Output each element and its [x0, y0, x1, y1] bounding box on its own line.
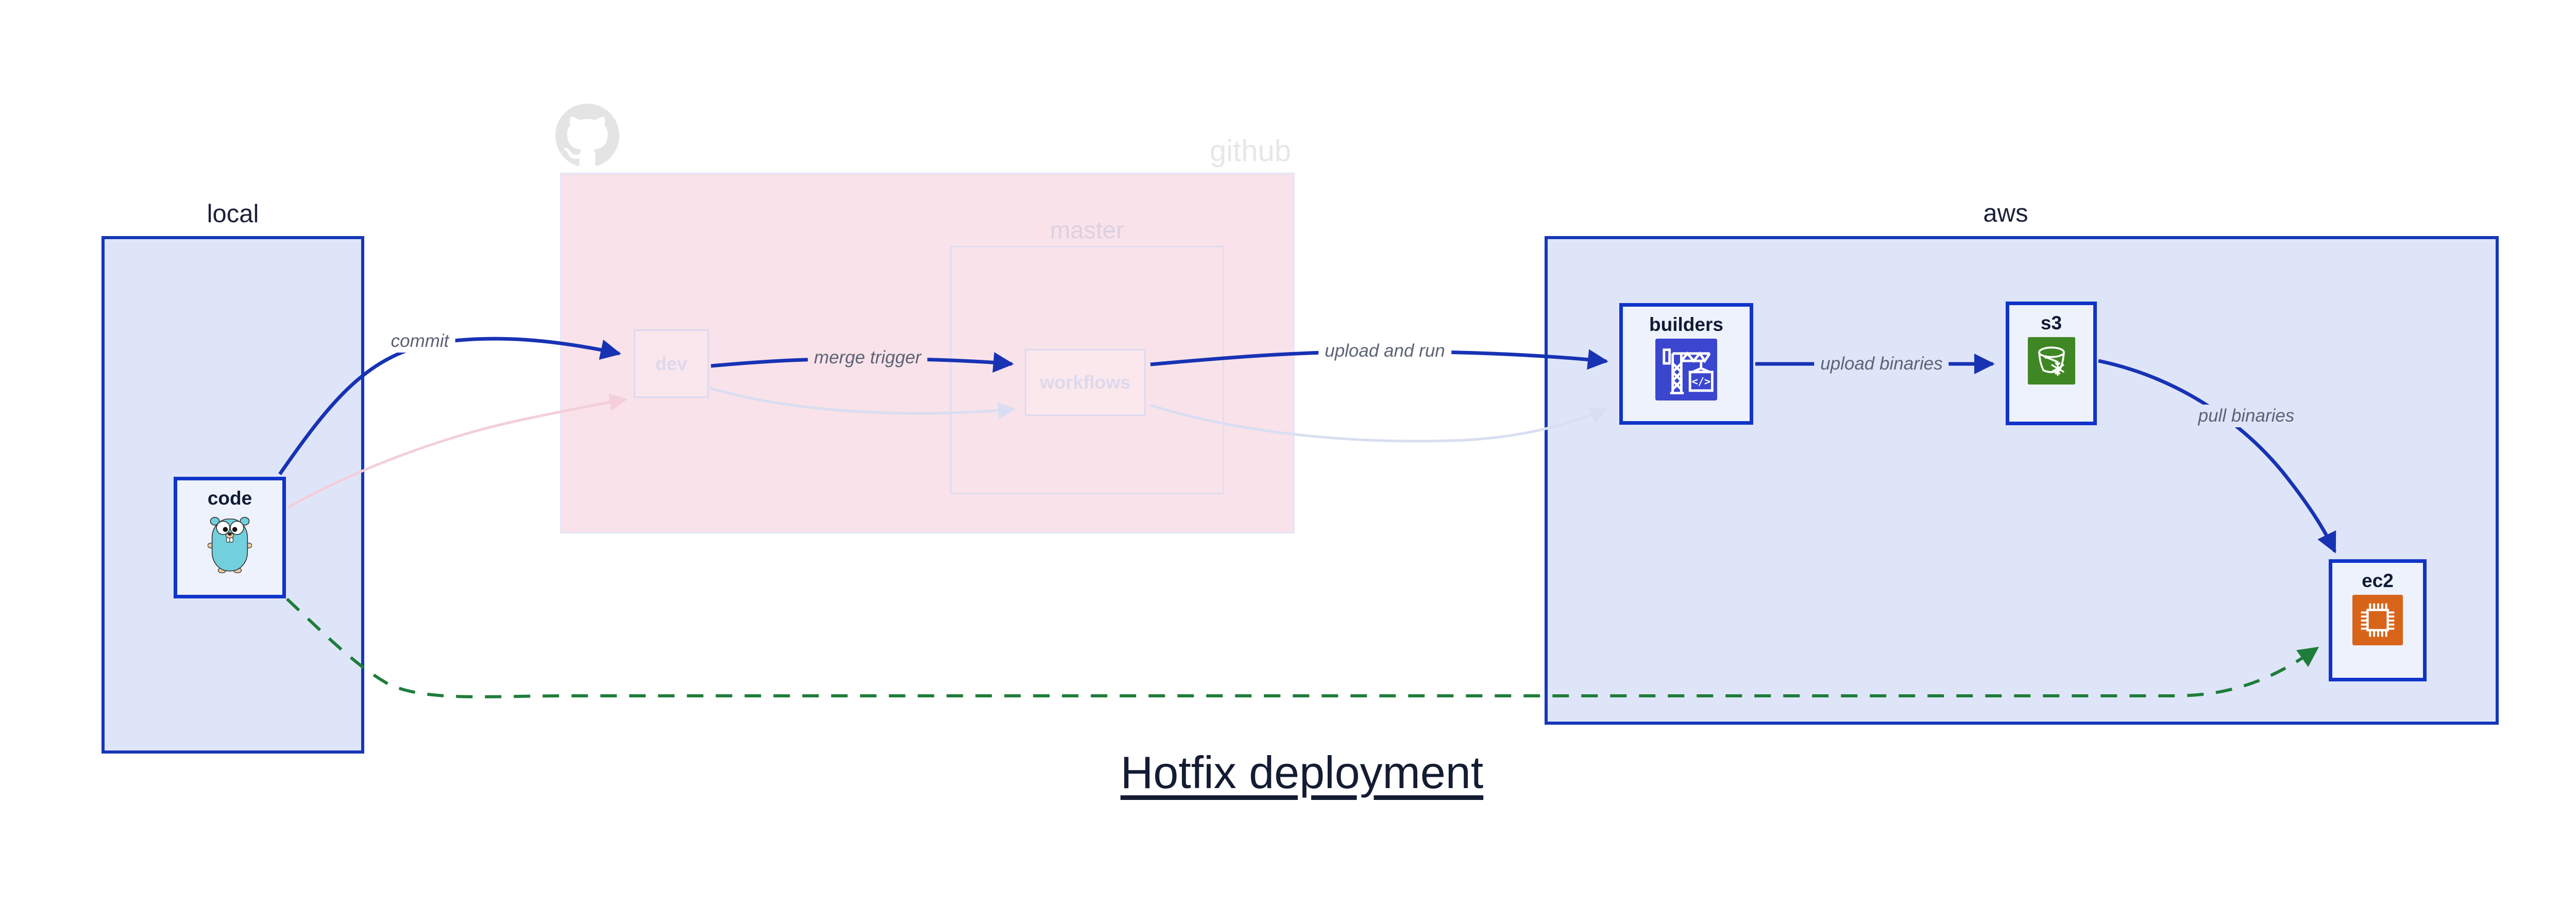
- edge-commit: [278, 337, 621, 475]
- ec2-chip-icon: [2352, 595, 2403, 648]
- edge-pull-binaries: [2098, 359, 2337, 554]
- ec2-label: ec2: [2362, 570, 2394, 591]
- edge-label-upload-and-run: upload and run: [1318, 340, 1451, 362]
- edge-hotfix-dashed: [285, 597, 2319, 698]
- edge-label-upload-binaries: upload binaries: [1814, 353, 1949, 375]
- codebuild-crane-icon: </>: [1655, 339, 1717, 403]
- node-ec2: ec2: [2329, 559, 2427, 681]
- go-gopher-icon: [207, 512, 252, 576]
- github-octocat-icon: [555, 104, 619, 170]
- diagram-title: Hotfix deployment: [1120, 747, 1484, 798]
- github-label: github: [1209, 134, 1292, 168]
- node-builders: builders </>: [1619, 303, 1753, 425]
- local-label: local: [207, 200, 259, 228]
- edge-code-to-dev-faded: [286, 393, 628, 509]
- builders-label: builders: [1649, 314, 1723, 335]
- codebuild-icon-text: </>: [1691, 375, 1710, 388]
- code-label: code: [207, 488, 252, 509]
- s3-glacier-bucket-icon: [2027, 337, 2075, 387]
- node-dev: dev: [634, 329, 709, 398]
- s3-label: s3: [2040, 312, 2062, 333]
- aws-label: aws: [1983, 199, 2028, 227]
- edge-dev-to-workflows-faded: [709, 387, 1016, 420]
- edge-label-commit: commit: [384, 330, 455, 353]
- node-code: code: [174, 477, 286, 598]
- node-workflows: workflows: [1025, 349, 1146, 416]
- node-s3: s3: [2006, 302, 2097, 425]
- master-label: master: [1050, 216, 1124, 244]
- edge-label-merge-trigger: merge trigger: [807, 346, 928, 369]
- edge-label-pull-binaries: pull binaries: [2192, 405, 2301, 427]
- dev-label: dev: [655, 353, 688, 374]
- edge-workflows-to-builders-faded: [1150, 404, 1608, 443]
- workflows-label: workflows: [1040, 372, 1131, 393]
